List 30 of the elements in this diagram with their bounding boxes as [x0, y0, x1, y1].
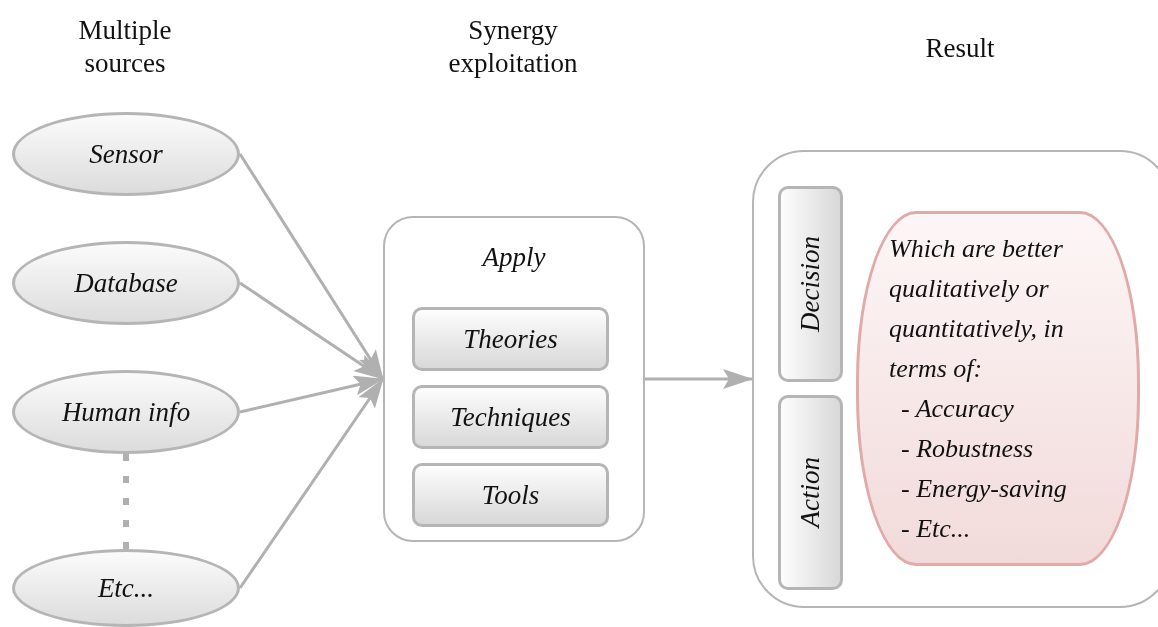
- criterion-text: - Energy-saving: [900, 472, 1067, 505]
- node-label: Database: [74, 267, 178, 299]
- arrow: [239, 281, 384, 381]
- method-box: [412, 463, 609, 527]
- node-label: Theories: [463, 323, 558, 355]
- arrow: [238, 153, 385, 380]
- method-box: [412, 385, 609, 449]
- vertical-box: [778, 186, 843, 382]
- result-box: [752, 150, 1158, 608]
- criterion-text: - Etc...: [900, 512, 971, 545]
- arrow: [238, 378, 385, 589]
- node-label: Tools: [481, 479, 540, 511]
- criterion-text: - Accuracy: [900, 392, 1014, 425]
- node-label: Action: [795, 457, 826, 528]
- node-label: Apply: [482, 242, 546, 273]
- column-heading: Result: [924, 32, 996, 65]
- node-label: Sensor: [89, 138, 163, 170]
- node-label: Etc...: [97, 572, 155, 604]
- node-label: Human info: [61, 396, 191, 428]
- vertical-box: [778, 395, 843, 590]
- arrow: [645, 369, 753, 389]
- process-box: [383, 216, 645, 542]
- column-heading: Multiple sources: [77, 14, 173, 80]
- method-box: [412, 307, 609, 371]
- criterion-text: - Robustness: [900, 432, 1034, 465]
- column-heading: Synergy exploitation: [447, 14, 579, 80]
- node-label: Techniques: [450, 401, 571, 433]
- arrow: [239, 375, 384, 414]
- node-label: Decision: [795, 236, 826, 332]
- question-text: Which are better qualitatively or quantitatively, in terms of:: [889, 232, 1065, 385]
